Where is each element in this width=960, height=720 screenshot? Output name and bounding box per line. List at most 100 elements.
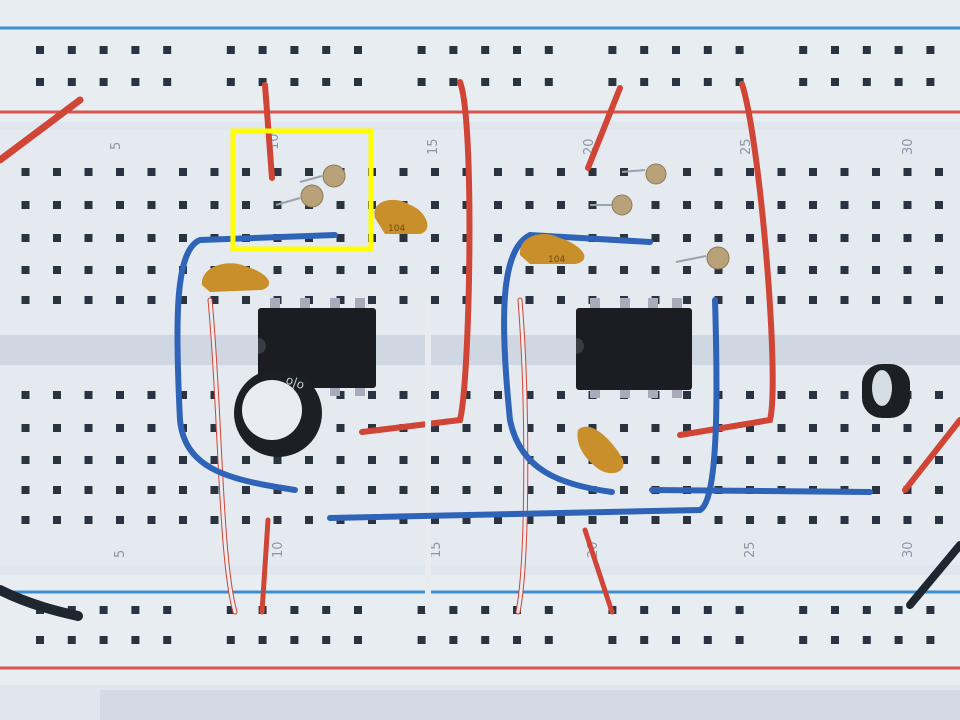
hole — [651, 234, 660, 242]
hole — [894, 606, 903, 614]
hole — [431, 266, 439, 274]
hole — [494, 234, 502, 242]
hole — [481, 78, 490, 86]
top-label-5: 5 — [109, 142, 124, 150]
hole — [354, 46, 362, 54]
hole — [525, 516, 534, 524]
hole — [746, 234, 754, 242]
hole — [354, 78, 362, 86]
hole — [903, 516, 912, 524]
ic-chip-left — [258, 298, 376, 396]
hole — [116, 516, 124, 524]
hole — [336, 424, 345, 432]
hole — [242, 516, 250, 524]
hole — [336, 234, 345, 242]
hole — [544, 46, 553, 54]
hole — [809, 296, 817, 304]
hole — [431, 486, 439, 494]
hole — [368, 456, 376, 464]
hole — [273, 456, 282, 464]
top-label-25: 25 — [739, 138, 754, 155]
hole — [84, 168, 93, 176]
bottom-label-10: 10 — [271, 541, 286, 558]
hole — [258, 46, 267, 54]
hole — [672, 636, 680, 644]
hole — [242, 168, 250, 176]
hole — [354, 636, 362, 644]
hole — [683, 168, 691, 176]
wire-red — [902, 417, 960, 493]
hole — [116, 456, 124, 464]
hole — [777, 168, 786, 176]
hole — [588, 516, 597, 524]
hole — [336, 391, 345, 399]
hole — [544, 636, 553, 644]
hole — [620, 456, 628, 464]
hole — [862, 46, 871, 54]
hole — [557, 456, 565, 464]
hole — [305, 456, 313, 464]
hole — [746, 266, 754, 274]
hole — [210, 516, 219, 524]
hole — [640, 636, 649, 644]
hole — [926, 636, 935, 644]
hole — [608, 636, 617, 644]
hole — [588, 266, 597, 274]
hole — [777, 516, 786, 524]
hole — [210, 201, 219, 209]
hole — [179, 516, 187, 524]
wire-white — [516, 298, 528, 614]
hole — [903, 296, 912, 304]
hole — [449, 606, 458, 614]
hole — [608, 46, 617, 54]
hole — [305, 516, 313, 524]
hole — [831, 606, 839, 614]
hole — [525, 201, 534, 209]
hole — [116, 266, 124, 274]
hole — [322, 636, 331, 644]
hole — [935, 296, 943, 304]
hole — [926, 46, 935, 54]
hole — [525, 168, 534, 176]
hole — [494, 456, 502, 464]
top-label-15: 15 — [426, 138, 441, 155]
hole — [21, 516, 30, 524]
hole — [336, 456, 345, 464]
ic-chip-right — [576, 298, 692, 398]
hole — [322, 606, 331, 614]
wire-blue — [174, 232, 338, 493]
hole — [714, 234, 723, 242]
hole — [431, 516, 439, 524]
hole — [525, 424, 534, 432]
hole — [147, 234, 156, 242]
hole — [683, 234, 691, 242]
hole — [131, 606, 140, 614]
highlight-box — [230, 128, 374, 252]
hole — [935, 201, 943, 209]
hole — [935, 234, 943, 242]
hole — [935, 456, 943, 464]
hole — [99, 46, 108, 54]
hole — [703, 606, 712, 614]
hole — [513, 46, 521, 54]
hole — [242, 201, 250, 209]
hole — [872, 424, 880, 432]
hole — [147, 516, 156, 524]
hole — [777, 201, 786, 209]
electrolytic-capacitor: o|o — [234, 369, 322, 457]
hole — [84, 424, 93, 432]
hole — [258, 636, 267, 644]
svg-text:104: 104 — [388, 224, 405, 234]
hole — [840, 234, 849, 242]
hole — [431, 168, 439, 176]
hole — [683, 456, 691, 464]
hole — [99, 78, 108, 86]
hole — [894, 636, 903, 644]
hole — [431, 296, 439, 304]
bottom-label-5: 5 — [113, 550, 128, 558]
hole — [417, 78, 426, 86]
wire-red — [359, 79, 473, 435]
bottom-label-25: 25 — [743, 541, 758, 558]
hole — [147, 266, 156, 274]
hole — [840, 456, 849, 464]
